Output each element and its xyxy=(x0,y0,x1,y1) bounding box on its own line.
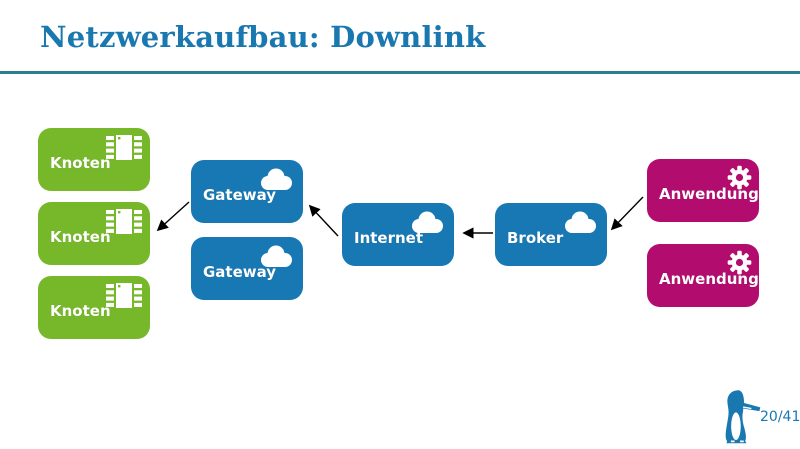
page-title: Netzwerkaufbau: Downlink xyxy=(40,20,486,54)
arrow-gateway1-to-knoten2 xyxy=(156,201,190,232)
chip-icon xyxy=(106,135,142,162)
title-rule xyxy=(0,71,800,74)
cloud-icon xyxy=(257,244,295,270)
node-broker: Broker xyxy=(495,203,607,266)
chip-icon xyxy=(106,283,142,310)
node-label: Gateway xyxy=(203,263,277,281)
node-gateway-1: Gateway xyxy=(191,160,303,223)
cloud-icon xyxy=(408,210,446,236)
arrow-internet-to-gateway1 xyxy=(308,204,339,237)
node-internet: Internet xyxy=(342,203,454,266)
arrow-anwendung1-to-broker xyxy=(610,196,644,231)
node-label: Anwendung xyxy=(659,185,759,203)
node-anwendung-1: Anwendung xyxy=(647,159,759,222)
node-label: Knoten xyxy=(50,228,111,246)
gear-icon xyxy=(726,249,753,276)
chip-icon xyxy=(106,209,142,236)
node-knoten-1: Knoten xyxy=(38,128,150,191)
node-label: Broker xyxy=(507,229,564,247)
node-knoten-2: Knoten xyxy=(38,202,150,265)
penguin-logo xyxy=(725,390,761,444)
node-label: Knoten xyxy=(50,302,111,320)
node-label: Knoten xyxy=(50,154,111,172)
gear-icon xyxy=(726,164,753,191)
cloud-icon xyxy=(257,167,295,193)
cloud-icon xyxy=(561,210,599,236)
node-label: Internet xyxy=(354,229,424,247)
node-anwendung-2: Anwendung xyxy=(647,244,759,307)
page-indicator: 20/41 xyxy=(760,409,800,425)
node-label: Anwendung xyxy=(659,270,759,288)
node-label: Gateway xyxy=(203,186,277,204)
node-gateway-2: Gateway xyxy=(191,237,303,300)
node-knoten-3: Knoten xyxy=(38,276,150,339)
